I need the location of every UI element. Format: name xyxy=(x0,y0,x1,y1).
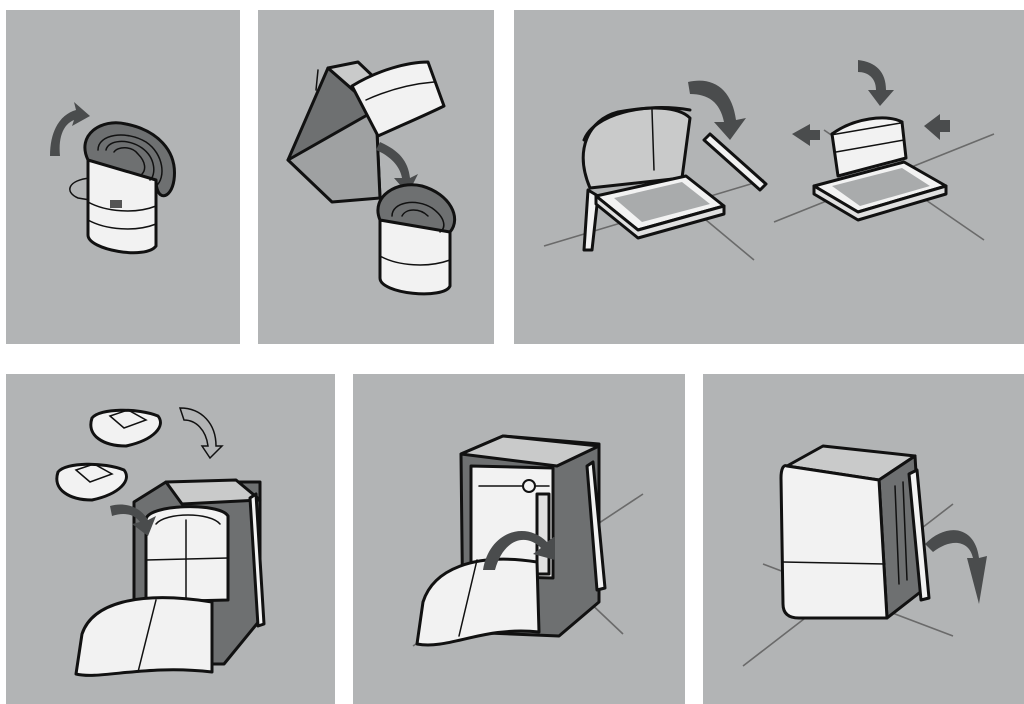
fold-flap-illustration xyxy=(353,374,685,704)
unpack-case-illustration xyxy=(258,10,494,344)
step-6-panel xyxy=(703,374,1024,704)
step-5-panel xyxy=(353,374,685,704)
chair-cushion-illustration xyxy=(514,10,1024,344)
step-4-panel xyxy=(6,374,335,704)
insert-cushions-illustration xyxy=(6,374,335,704)
step-1-panel xyxy=(6,10,240,344)
closed-pack-illustration xyxy=(703,374,1024,704)
step-2-panel xyxy=(258,10,494,344)
label-tag-icon xyxy=(110,200,122,208)
step-3-panel xyxy=(514,10,1024,344)
rolled-bag-illustration xyxy=(6,10,240,344)
